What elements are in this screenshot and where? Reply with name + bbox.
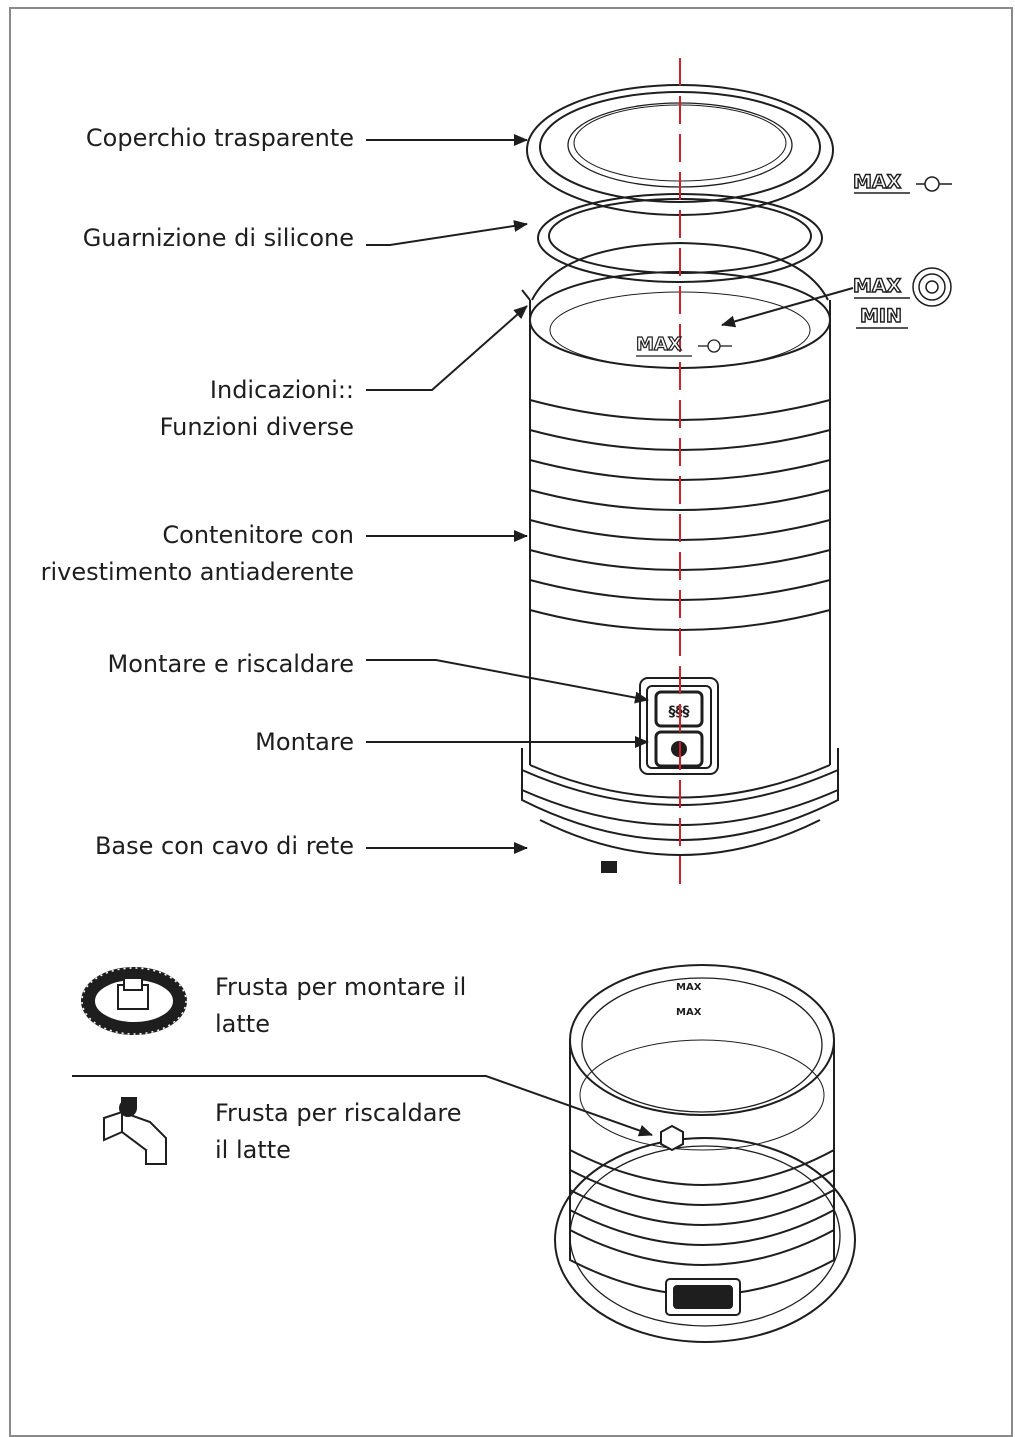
svg-text:MAX: MAX [636,334,682,355]
inner-max-mark: MAX [635,333,732,357]
bottom-view-drawing [554,964,856,1343]
label-froth: Montare [255,728,354,756]
label-lid: Coperchio trasparente [85,124,354,152]
milk-level-icon [912,267,952,307]
heating-whisk-icon [103,1097,167,1165]
frothing-whisk-icon [81,967,187,1035]
label-whisk-froth-line1: Frusta per montare il [215,973,467,1001]
label-base: Base con cavo di rete [94,832,354,860]
svg-text:MAX: MAX [676,982,702,993]
min-milk-mark: MIN [860,305,902,327]
max-foam-mark: MAX [853,171,902,193]
label-container-line2: rivestimento antiaderente [40,558,354,586]
label-marks-line1: Indicazioni:: [209,376,354,404]
label-seal: Guarnizione di silicone [82,224,354,252]
label-froth-heat: Montare e riscaldare [107,650,354,678]
label-marks-line2: Funzioni diverse [159,413,354,441]
max-milk-mark: MAX [853,275,902,297]
label-whisk-heat-line1: Frusta per riscaldare [215,1099,462,1127]
bottom-max-marks: MAX MAX [676,982,702,1018]
svg-text:MAX: MAX [676,1007,702,1018]
label-whisk-froth-line2: latte [215,1010,270,1038]
foam-icon [916,176,952,192]
leader-lines [72,134,854,1137]
label-container-line1: Contenitore con [162,521,354,549]
max-symbols: MAX MAX MIN [852,170,952,329]
label-whisk-heat-line2: il latte [215,1136,291,1164]
